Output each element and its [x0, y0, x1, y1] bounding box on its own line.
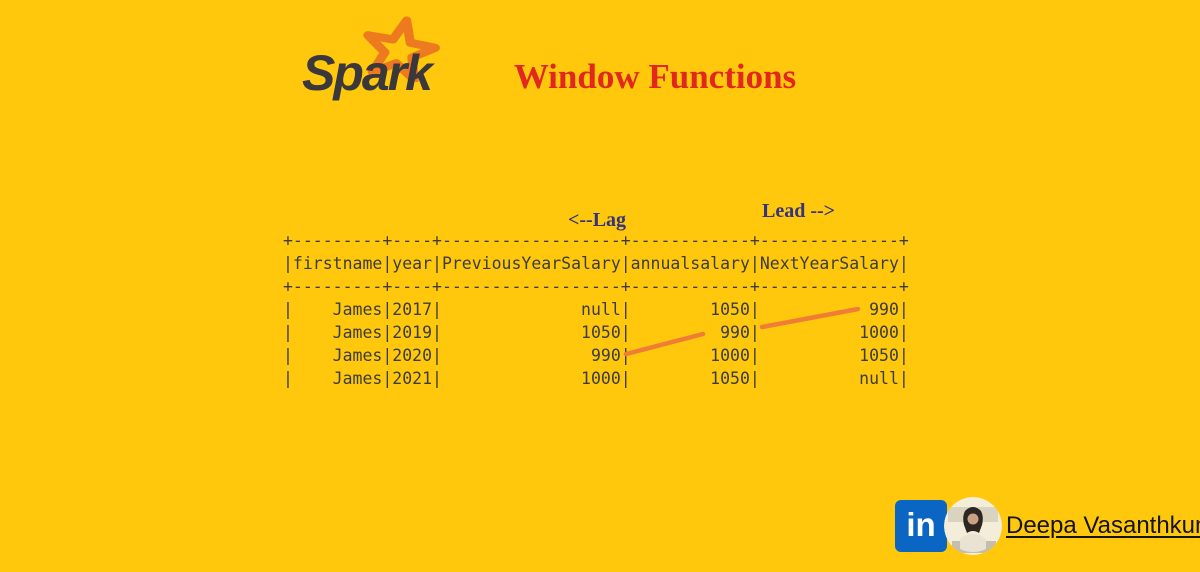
page-title: Window Functions — [513, 57, 797, 96]
spark-wordmark: Spark — [302, 45, 433, 101]
avatar-photo — [944, 497, 1002, 555]
avatar — [944, 497, 1002, 555]
star-outline — [363, 16, 440, 82]
spark-logo: Spark — [300, 10, 450, 110]
lead-annotation-label: Lead --> — [762, 200, 836, 222]
spark-star-icon — [363, 16, 440, 82]
lag-annotation-label: <--Lag — [568, 209, 627, 231]
author-badge: in Deepa Vasanthkumar — [895, 497, 1200, 555]
ascii-table: +---------+----+------------------+-----… — [283, 231, 909, 388]
author-link[interactable]: Deepa Vasanthkumar — [1006, 512, 1200, 539]
linkedin-icon[interactable]: in — [895, 500, 947, 552]
